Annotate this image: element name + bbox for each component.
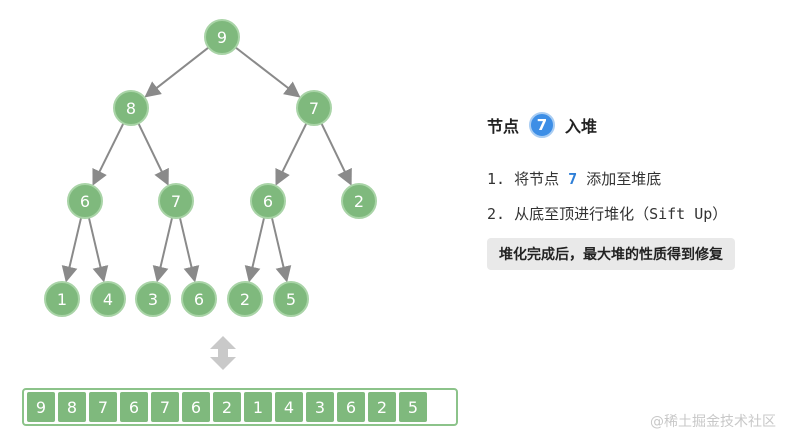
- step-panel: 节点 7 入堆 1. 将节点 7 添加至堆底 2. 从底至顶进行堆化（Sift …: [487, 112, 777, 270]
- array-cell: 1: [244, 392, 272, 422]
- result-note: 堆化完成后，最大堆的性质得到修复: [487, 238, 735, 270]
- tree-node-label: 7: [171, 192, 181, 211]
- title-prefix: 节点: [487, 117, 520, 136]
- array-cell: 8: [58, 392, 86, 422]
- watermark: @稀土掘金技术社区: [650, 414, 776, 430]
- tree-edge: [144, 46, 210, 98]
- tree-node-circle: [113, 90, 149, 126]
- tree-node: 4: [90, 281, 126, 317]
- tree-node-label: 6: [263, 192, 273, 211]
- tree-node-label: 9: [217, 28, 227, 47]
- tree-node-label: 2: [240, 290, 250, 309]
- tree-node-circle: [341, 183, 377, 219]
- tree-node: 3: [135, 281, 171, 317]
- up-down-arrow-icon: [210, 336, 236, 370]
- step1-suffix: 添加至堆底: [586, 170, 662, 188]
- tree-edge: [244, 217, 266, 283]
- node-badge: 7: [529, 112, 556, 138]
- tree-node: 5: [273, 281, 309, 317]
- tree-edge: [152, 217, 174, 283]
- tree-node-label: 7: [309, 99, 319, 118]
- tree-node-label: 1: [57, 290, 67, 309]
- tree-node-label: 3: [148, 290, 158, 309]
- tree-node: 2: [341, 183, 377, 219]
- tree-node: 1: [44, 281, 80, 317]
- array-cell: 9: [27, 392, 55, 422]
- step-1: 1. 将节点 7 添加至堆底: [487, 168, 777, 189]
- tree-node: 7: [296, 90, 332, 126]
- tree-node-circle: [90, 281, 126, 317]
- tree-node: 9: [204, 19, 240, 55]
- tree-node: 7: [158, 183, 194, 219]
- tree-node-circle: [158, 183, 194, 219]
- tree-node-circle: [135, 281, 171, 317]
- array-cell: 7: [89, 392, 117, 422]
- tree-node: 6: [181, 281, 217, 317]
- tree-node-circle: [181, 281, 217, 317]
- tree-node: 6: [250, 183, 286, 219]
- array-cell: 6: [182, 392, 210, 422]
- tree-node-label: 6: [80, 192, 90, 211]
- step1-prefix: 1. 将节点: [487, 170, 560, 188]
- array-cell: 5: [399, 392, 427, 422]
- array-cell: 7: [151, 392, 179, 422]
- tree-node-label: 4: [103, 290, 113, 309]
- array-cell: 3: [306, 392, 334, 422]
- tree-node-label: 6: [194, 290, 204, 309]
- tree-edge: [178, 217, 200, 283]
- tree-edge: [320, 122, 352, 186]
- tree-node-circle: [204, 19, 240, 55]
- tree-edge: [92, 122, 125, 186]
- array-cell: 2: [213, 392, 241, 422]
- tree-node-circle: [44, 281, 80, 317]
- tree-node-label: 8: [126, 99, 136, 118]
- tree-node-circle: [227, 281, 263, 317]
- step-2: 2. 从底至顶进行堆化（Sift Up）: [487, 205, 728, 223]
- tree-edge: [61, 217, 83, 283]
- array-cell: 2: [368, 392, 396, 422]
- step-title: 节点 7 入堆: [487, 112, 777, 138]
- tree-node: 2: [227, 281, 263, 317]
- tree-node: 8: [113, 90, 149, 126]
- tree-node: 6: [67, 183, 103, 219]
- title-suffix: 入堆: [565, 117, 598, 136]
- array-cell: 6: [120, 392, 148, 422]
- tree-edge: [87, 217, 109, 283]
- tree-edge: [275, 122, 308, 186]
- tree-node-label: 5: [286, 290, 296, 309]
- tree-edge: [137, 122, 169, 186]
- tree-node-circle: [296, 90, 332, 126]
- tree-node-circle: [250, 183, 286, 219]
- tree-node-circle: [273, 281, 309, 317]
- array-cell: 6: [337, 392, 365, 422]
- heap-tree: 9 8 7 6 7 6 2 1 4 3 6 2 5: [44, 19, 377, 317]
- tree-node-circle: [67, 183, 103, 219]
- array-cell: 4: [275, 392, 303, 422]
- tree-edge: [234, 46, 301, 98]
- step1-value: 7: [568, 170, 578, 188]
- tree-node-label: 2: [354, 192, 364, 211]
- tree-edge: [270, 217, 292, 283]
